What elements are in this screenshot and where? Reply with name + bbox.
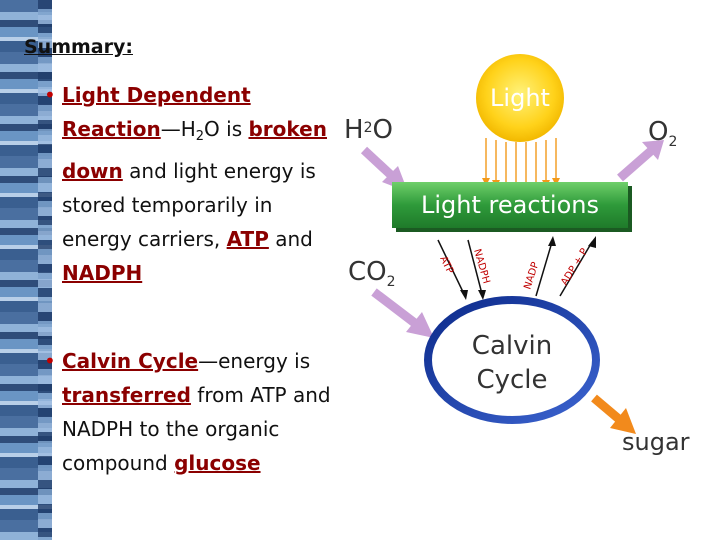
term-broken-down: broken down — [62, 117, 327, 183]
term-calvin-cycle: Calvin Cycle — [62, 349, 199, 373]
bullet-light-dependent: • Light Dependent Reaction—H2O is broken… — [44, 78, 344, 290]
summary-title: Summary: — [24, 36, 133, 58]
term-atp: ATP — [226, 227, 269, 251]
nadph-arrow — [467, 239, 483, 295]
bullet-text: Light Dependent Reaction—H2O is broken d… — [62, 78, 344, 290]
adp-arrow-label: ADP + P — [559, 247, 590, 288]
sun-icon — [476, 54, 564, 142]
calvin-line2: Cycle — [476, 365, 547, 395]
atp-arrow — [437, 239, 465, 295]
atp-arrow-label: ATP — [437, 254, 455, 275]
h2o-subscript: 2 — [195, 129, 205, 144]
h2o-h: H — [180, 117, 196, 141]
light-energy-text: and light energy is stored temporarily i… — [62, 159, 316, 251]
calvin-cycle-ring — [424, 296, 600, 424]
o2-arrow-icon — [617, 140, 664, 182]
term-transferred: transferred — [62, 383, 191, 407]
term-nadph: NADPH — [62, 261, 143, 285]
bullet-calvin-cycle: • Calvin Cycle—energy is transferred fro… — [44, 344, 344, 480]
photosynthesis-diagram: Light H2O O2 Light reactions CO2 — [344, 54, 690, 456]
light-reactions-box — [392, 182, 628, 228]
o-is: O is — [204, 117, 243, 141]
term-light-dependent-reaction: Light Dependent Reaction — [62, 83, 251, 141]
sugar-label: sugar — [622, 428, 690, 456]
co2-arrow-icon — [371, 288, 434, 338]
dash: — — [160, 117, 181, 141]
calvin-line1: Calvin — [472, 331, 552, 361]
dash-energy-text: —energy is — [198, 349, 311, 373]
and-text: and — [268, 227, 313, 251]
term-glucose: glucose — [174, 451, 261, 475]
transfer-rest-text: from ATP and NADPH to the organic compou… — [62, 383, 331, 475]
h2o-label: H2O — [344, 115, 393, 145]
co2-label: CO2 — [348, 257, 396, 290]
sugar-arrow-icon — [591, 394, 636, 434]
light-rays-icon — [485, 138, 557, 184]
light-reactions-label: Light reactions — [421, 191, 599, 219]
nadp-arrow — [535, 241, 553, 297]
adp-arrow — [559, 241, 593, 297]
bullet-dot-icon: • — [44, 349, 56, 373]
decorative-stripe-bar — [0, 0, 52, 540]
bullet-dot-icon: • — [44, 83, 56, 107]
bullet-text: Calvin Cycle—energy is transferred from … — [62, 344, 344, 480]
sun-label: Light — [490, 84, 550, 112]
o2-label: O2 — [648, 117, 677, 150]
